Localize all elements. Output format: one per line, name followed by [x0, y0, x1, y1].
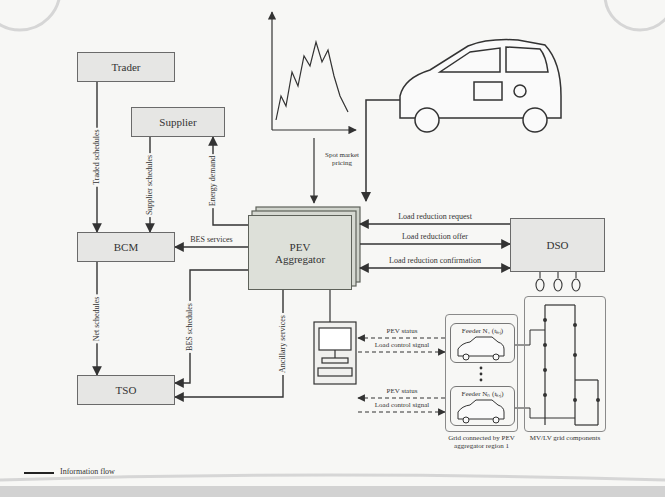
flow-connector	[175, 270, 248, 383]
flow-connector	[213, 137, 248, 225]
car-link	[366, 100, 400, 201]
grid-nodes	[543, 318, 600, 402]
feeder-box: Feeder Nₙ (tₖ,ⱼ)	[450, 386, 515, 426]
edge-label: Supplier schedules	[146, 152, 155, 216]
dso-grid-icons	[536, 272, 580, 291]
annotation-text: Spot market pricing	[318, 152, 366, 167]
edge-label: BES services	[188, 236, 234, 245]
node-text: Supplier	[159, 116, 196, 128]
region-frame: Grid connected by PEV aggregator region …	[445, 314, 518, 432]
frame-decoration	[0, 0, 665, 480]
frame-bar	[0, 486, 665, 497]
process-box: Trader	[77, 52, 175, 82]
node-text: Feeder Nₙ (tₖ,ⱼ)	[462, 389, 504, 398]
computer-icon	[314, 322, 356, 384]
grid-network	[545, 305, 598, 425]
feeder-cars	[458, 337, 504, 423]
edge-label: Ancillary services	[279, 313, 288, 375]
process-box: Supplier	[131, 107, 225, 137]
node-text: Trader	[112, 61, 141, 73]
flow-connector	[149, 137, 150, 232]
edge-label: Net schedules	[93, 294, 102, 343]
edge-label: Load reduction confirmation	[387, 257, 483, 266]
control-links	[358, 338, 445, 412]
edge-label: Load reduction offer	[400, 233, 470, 242]
node-text: DSO	[546, 239, 568, 251]
electric-car	[400, 40, 561, 132]
legend-line-sample	[24, 472, 54, 474]
aggregator-computer-link	[329, 290, 330, 322]
flow-connector	[360, 267, 510, 268]
edge-label: Energy demand	[209, 154, 218, 208]
flow-connector	[175, 246, 248, 247]
node-text: Feeder N₁ (tₖ,ⱼ)	[462, 326, 503, 335]
region-frame: MV/LV grid components	[524, 296, 606, 432]
node-text: BCM	[114, 241, 138, 253]
flow-connector	[360, 243, 510, 244]
process-box: DSO	[510, 218, 605, 272]
node-text: MV/LV grid components	[517, 434, 613, 442]
ellipsis-dots	[480, 367, 483, 382]
signal-label: PEV status	[362, 388, 442, 396]
feeder-box: Feeder N₁ (tₖ,ⱼ)	[450, 323, 515, 363]
aggregator-box: PEV Aggregator	[248, 215, 352, 290]
signal-label: PEV status	[362, 328, 442, 336]
process-box: BCM	[77, 232, 175, 262]
node-text: PEV Aggregator	[268, 241, 332, 265]
edge-label: BES schedules	[186, 301, 195, 353]
edge-label: Load reduction request	[396, 213, 474, 222]
flow-connector	[96, 82, 97, 232]
node-text: TSO	[116, 384, 137, 396]
process-box: TSO	[77, 375, 175, 405]
signal-label: Load control signal	[362, 342, 442, 350]
edge-label: Traded schedules	[93, 127, 102, 186]
flow-connector	[360, 223, 510, 224]
node-text: Grid connected by PEV aggregator region …	[438, 434, 525, 450]
flow-connector	[175, 290, 283, 397]
signal-label: Load control signal	[362, 402, 442, 410]
price-chart	[272, 12, 356, 203]
legend-text: Information flow	[60, 467, 115, 476]
flow-connector	[96, 262, 97, 375]
